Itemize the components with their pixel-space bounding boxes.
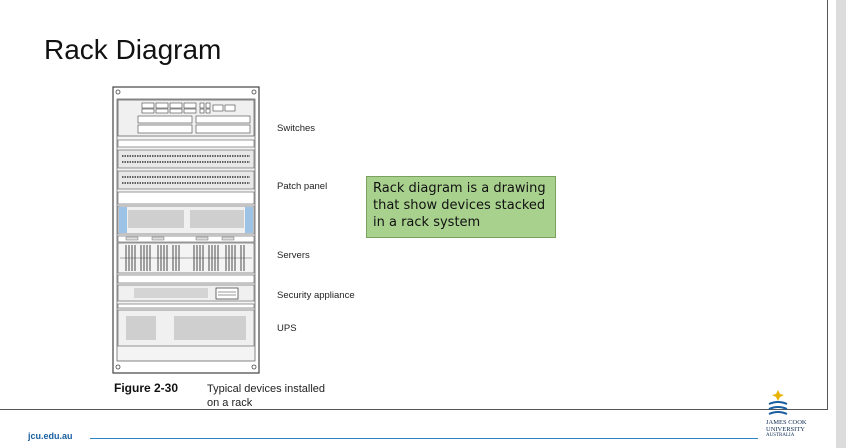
figure-number: Figure 2-30 [114,381,179,395]
label-servers: Servers [277,250,310,261]
figure-caption-line-1: Typical devices installed [207,383,326,395]
slide-canvas: Rack Diagram [0,0,828,410]
ups-unit [117,303,255,347]
figure-caption-line-2: on a rack [207,397,253,409]
logo-line-3: AUSTRALIA [766,433,795,438]
switch-unit [117,99,255,137]
logo-line-2: UNIVERSITY [766,425,805,433]
logo-line-1: JAMES COOK [766,419,807,426]
callout-line-2: that show devices stacked [373,198,546,213]
label-ups: UPS [277,323,297,334]
security-appliance-unit [117,274,255,302]
patch-panel-unit [117,139,255,205]
footer-divider [90,438,758,439]
scrollbar-track[interactable] [836,0,846,448]
slide-title: Rack Diagram [44,34,222,65]
figure-caption: Typical devices installed on a rack [207,382,367,410]
jcu-logo-text: JAMES COOK UNIVERSITY AUSTRALIA [766,419,807,440]
callout-line-1: Rack diagram is a drawing [373,181,546,196]
server-unit [117,205,255,274]
callout-line-3: in a rack system [373,215,481,230]
label-security-appliance: Security appliance [277,290,355,301]
label-switches: Switches [277,123,316,134]
rack-diagram [112,86,260,374]
footer-url: jcu.edu.au [28,431,73,441]
callout-box: Rack diagram is a drawing that show devi… [366,176,556,238]
jcu-crest-icon [768,390,788,415]
label-patch-panel: Patch panel [277,181,328,192]
